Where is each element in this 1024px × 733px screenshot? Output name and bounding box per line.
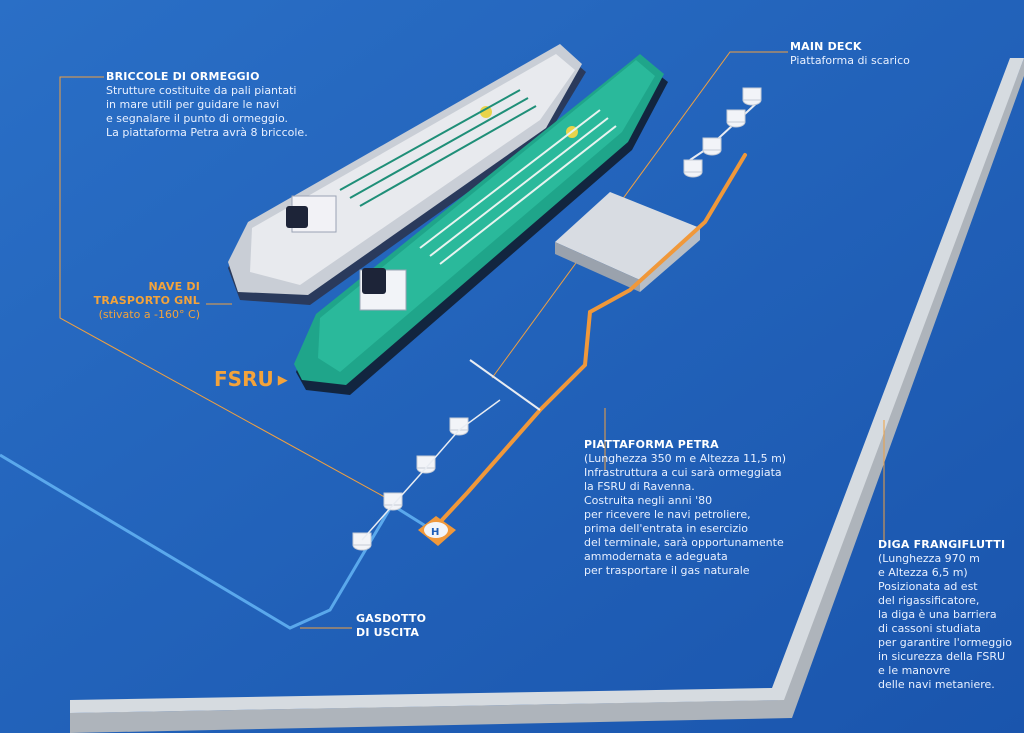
label-briccole-desc: Strutture costituite da pali piantati in… [106, 84, 308, 139]
label-fsru-title: FSRU [214, 367, 274, 391]
helipad: H [418, 516, 456, 546]
label-diga-desc: (Lunghezza 970 m e Altezza 6,5 m) Posizi… [878, 552, 1013, 691]
label-gasdotto-title: GASDOTTO DI USCITA [356, 612, 427, 639]
label-fsru: FSRU▶ [214, 368, 288, 392]
dolphin-walkways [361, 399, 501, 541]
gas-transfer-pipe [440, 153, 747, 522]
exit-pipeline [0, 453, 433, 630]
label-main-deck-desc: Piattaforma di scarico [790, 54, 910, 67]
label-nave-gnl-title: NAVE DI TRASPORTO GNL [93, 280, 200, 307]
label-gasdotto: GASDOTTO DI USCITA [356, 612, 466, 640]
label-petra-title: PIATTAFORMA PETRA [584, 438, 719, 451]
lng-carrier-ship [228, 44, 586, 305]
fsru-ship [294, 54, 668, 395]
mooring-dolphins [352, 87, 762, 551]
leader-lines [59, 51, 885, 629]
label-briccole-title: BRICCOLE DI ORMEGGIO [106, 70, 260, 83]
label-fsru-arrow: ▶ [277, 372, 288, 388]
label-petra: PIATTAFORMA PETRA (Lunghezza 350 m e Alt… [584, 438, 814, 578]
label-main-deck: MAIN DECK Piattaforma di scarico [790, 40, 990, 68]
label-nave-gnl: NAVE DI TRASPORTO GNL (stivato a -160° C… [80, 280, 200, 322]
label-petra-desc: (Lunghezza 350 m e Altezza 11,5 m) Infra… [584, 452, 787, 577]
label-diga: DIGA FRANGIFLUTTI (Lunghezza 970 m e Alt… [878, 538, 1018, 692]
label-nave-gnl-desc: (stivato a -160° C) [98, 308, 200, 321]
helipad-letter: H [431, 527, 439, 538]
label-briccole: BRICCOLE DI ORMEGGIO Strutture costituit… [106, 70, 336, 140]
label-main-deck-title: MAIN DECK [790, 40, 862, 53]
label-diga-title: DIGA FRANGIFLUTTI [878, 538, 1006, 551]
